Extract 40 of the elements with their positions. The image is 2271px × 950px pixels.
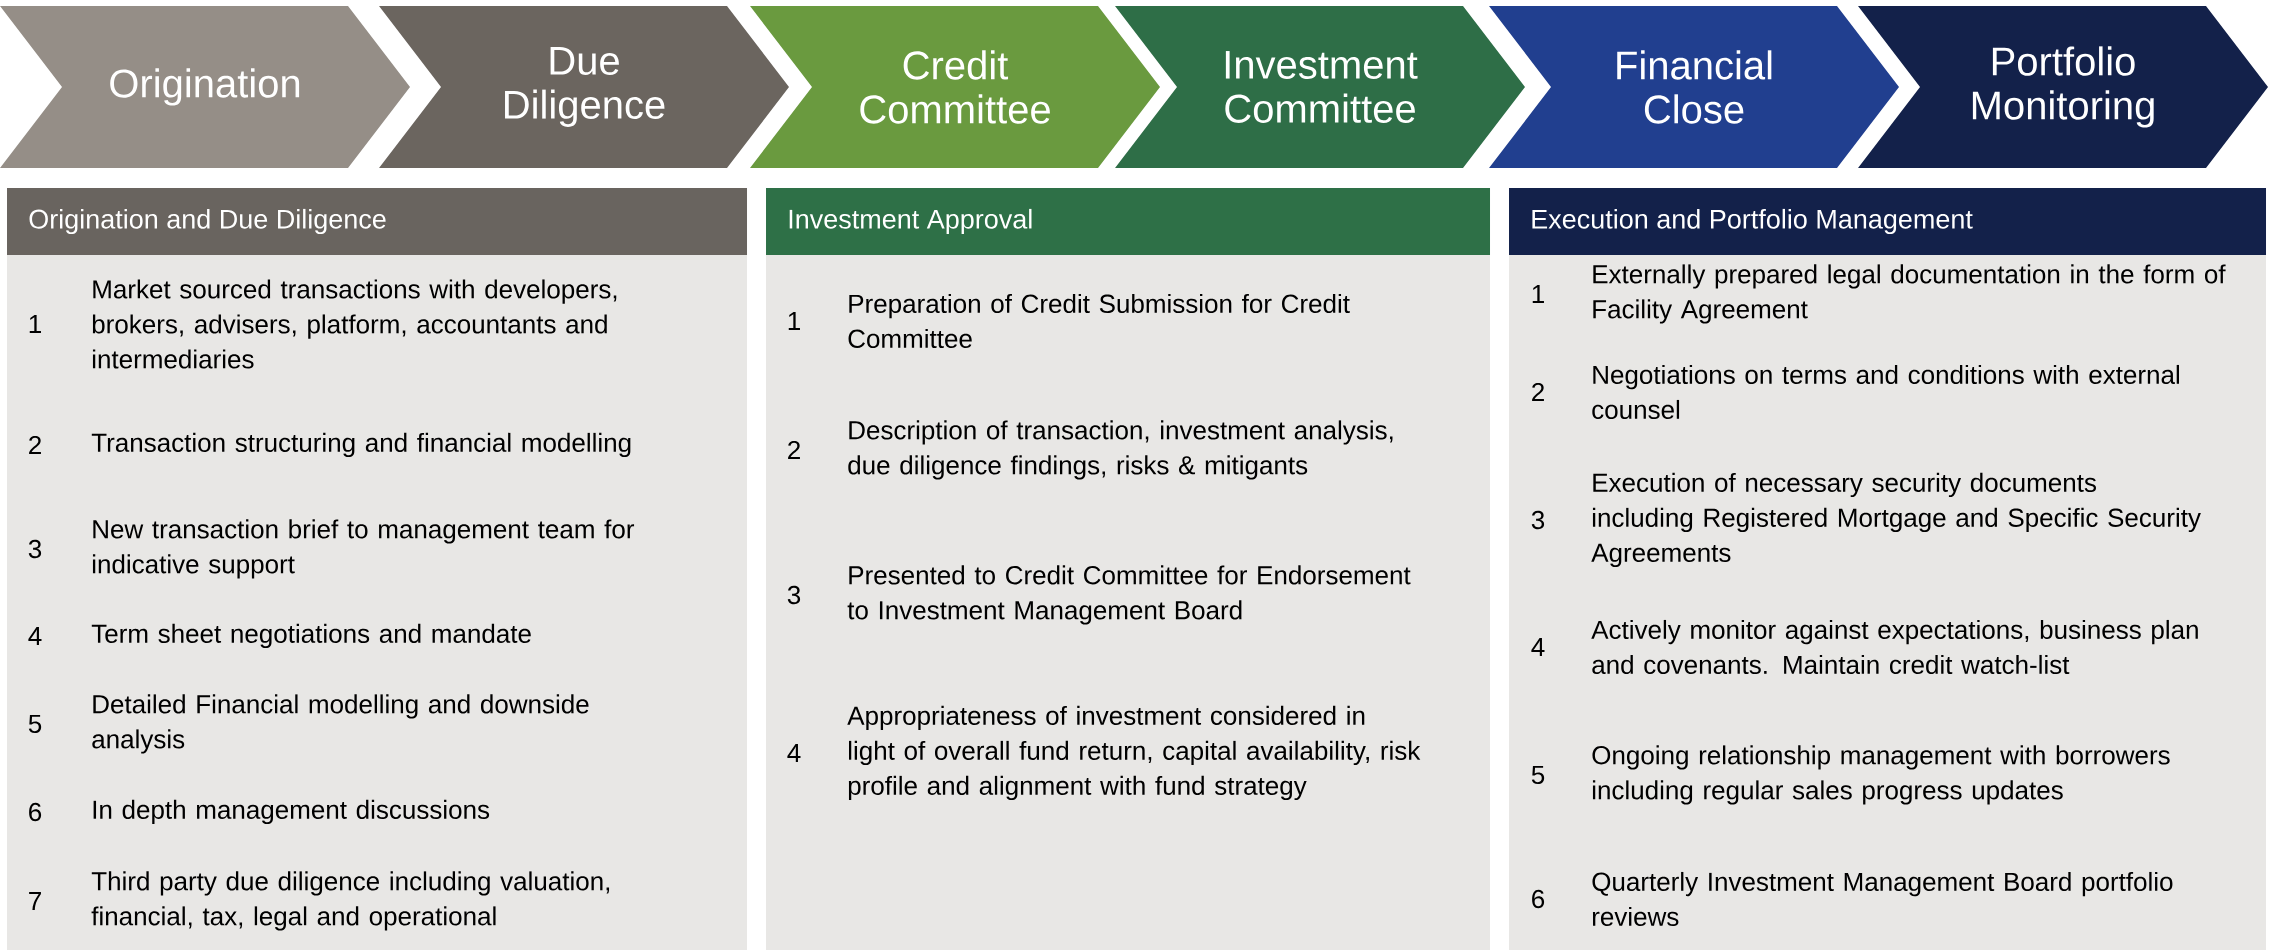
item-text: Quarterly Investment Management Board portfolio reviews [1592, 871, 2173, 927]
item-number: 3 [1531, 510, 1545, 530]
item-text: Transaction structuring and financial modelling [91, 432, 631, 458]
item-number: 2 [1532, 382, 1544, 402]
item-number: 5 [1531, 765, 1545, 785]
process-step: Credit Committee [750, 6, 1160, 168]
item-number: 4 [787, 744, 801, 762]
item-text: Preparation of Credit Submission for Credit Committee [848, 293, 1350, 349]
process-step: Investment Committee [1115, 6, 1525, 168]
item-text: Negotiations on terms and conditions with external counsel [1592, 364, 2179, 420]
item-text: New transaction brief to management team for indicative support [92, 519, 635, 579]
item-text: Description of transaction, investment analysis, due diligence findings, risks & mitigants [848, 420, 1393, 480]
item-text: Detailed Financial modelling and downside analysis [92, 694, 589, 754]
item-number: 1 [788, 312, 800, 330]
item-number: 5 [28, 714, 42, 734]
item-number: 6 [29, 802, 42, 822]
process-step: Portfolio Monitoring [1858, 6, 2268, 168]
item-text: Term sheet negotiations and mandate [91, 623, 531, 649]
item-number: 2 [29, 435, 41, 455]
item-number: 3 [28, 539, 42, 559]
item-text: Ongoing relationship management with borrowers including regular sales progress updates [1592, 745, 2170, 805]
process-step: Due Diligence [379, 6, 789, 168]
item-text: Third party due diligence including valuation, financial, tax, legal and operational [91, 871, 610, 931]
item-number: 6 [1532, 889, 1545, 909]
process-step: Origination [0, 6, 410, 168]
item-text: In depth management discussions [93, 799, 490, 825]
process-step: Financial Close [1489, 6, 1899, 168]
item-text: Externally prepared legal documentation in the form of Facility Agreement [1593, 264, 2226, 324]
item-number: 1 [1532, 285, 1544, 303]
item-text: Execution of necessary security documents including Registered Mortgage and Specific Security Agreements [1591, 472, 2201, 568]
item-number: 7 [29, 892, 41, 910]
item-text: Appropriateness of investment considered in light of overall fund return, capital availability, risk profile and alignment with fund strategy [847, 705, 1421, 801]
item-text: Market sourced transactions with developers, brokers, advisers, platform, accountants and intermediaries [92, 279, 617, 369]
item-number: 4 [1531, 638, 1545, 656]
item-text: Actively monitor against expectations, business plan and covenants. Maintain credit watch-list [1591, 619, 2198, 675]
item-number: 1 [29, 315, 41, 333]
item-number: 2 [788, 440, 800, 460]
item-number: 4 [28, 627, 42, 645]
item-number: 3 [787, 585, 801, 605]
item-text: Presented to Credit Committee for Endorsement to Investment Management Board [847, 565, 1411, 625]
